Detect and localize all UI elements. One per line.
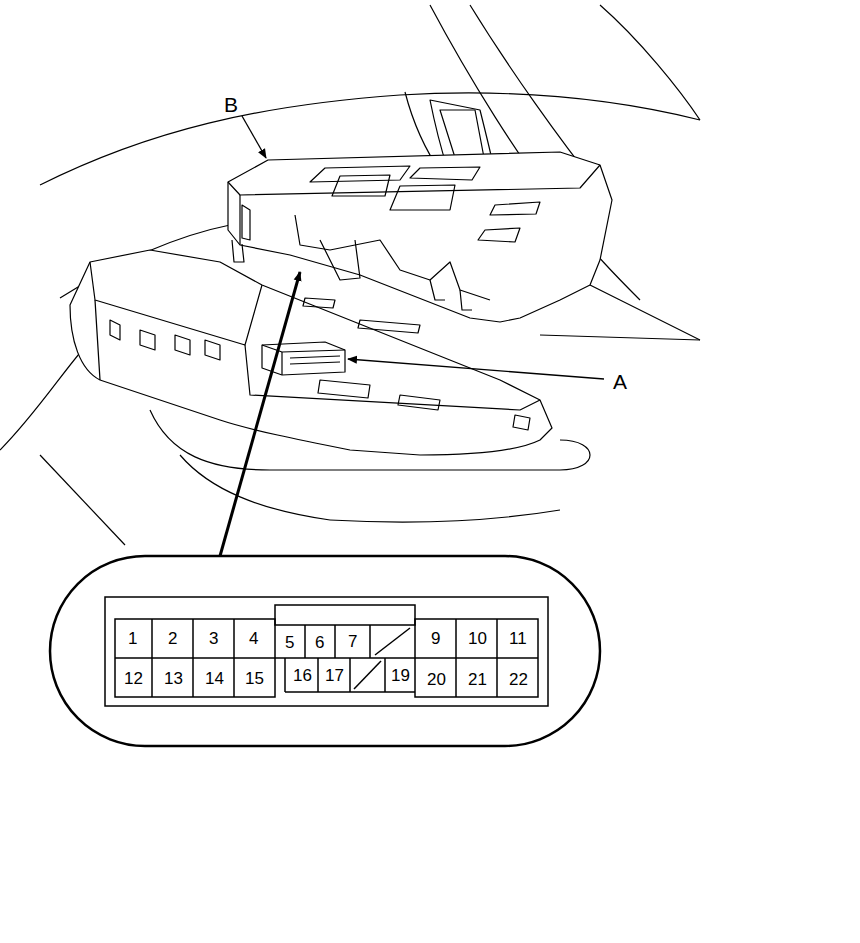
pin-number: 5	[285, 634, 294, 651]
pin-number: 17	[325, 667, 344, 684]
pin-number: 4	[249, 630, 258, 647]
pin-number: 9	[431, 630, 440, 647]
pin-number: 3	[209, 630, 218, 647]
pin-number: 15	[245, 670, 264, 687]
pin-number: 16	[293, 667, 312, 684]
pin-number: 21	[468, 671, 487, 688]
pin-number: 20	[427, 671, 446, 688]
pin-number: 13	[164, 670, 183, 687]
pin-number: 22	[509, 671, 528, 688]
callout-letter: A	[613, 371, 627, 392]
pin-number: 10	[468, 630, 487, 647]
pin-number: 19	[391, 667, 410, 684]
pin-number: 6	[315, 634, 324, 651]
callout-letter: B	[224, 94, 238, 115]
pin-number: 12	[124, 670, 143, 687]
pin-number: 2	[168, 630, 177, 647]
pin-number: 11	[509, 630, 527, 647]
pin-number: 1	[128, 630, 137, 647]
pin-number: 14	[205, 670, 224, 687]
pin-number: 7	[348, 633, 357, 650]
